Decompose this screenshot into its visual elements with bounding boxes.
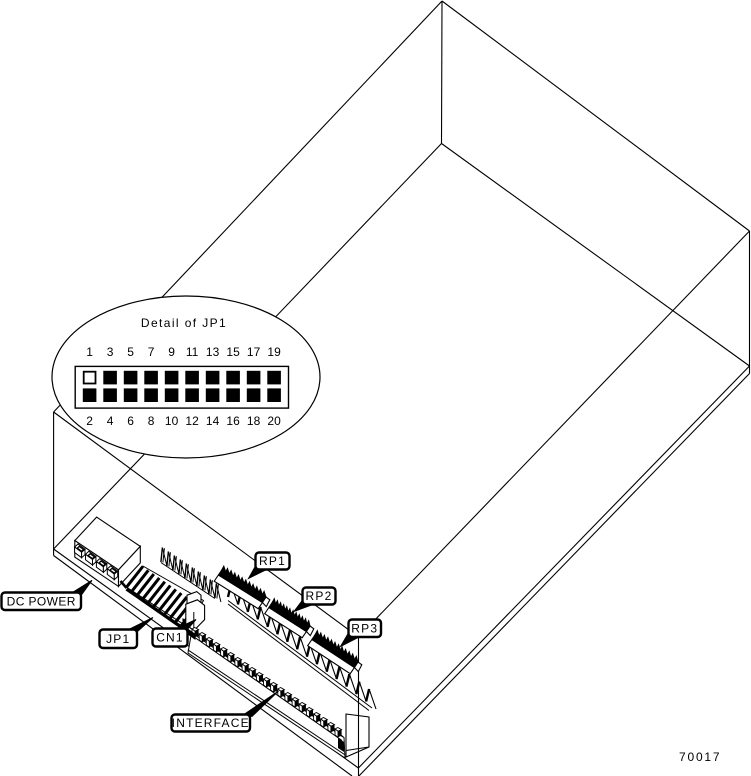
svg-text:20: 20 [267,414,281,428]
svg-text:7: 7 [148,345,155,359]
svg-text:JP1: JP1 [106,632,130,646]
svg-text:DC POWER: DC POWER [7,594,76,608]
svg-text:12: 12 [185,414,199,428]
svg-text:16: 16 [226,414,240,428]
svg-text:3: 3 [107,345,114,359]
svg-text:1: 1 [86,345,93,359]
svg-text:CN1: CN1 [156,631,184,645]
svg-text:19: 19 [267,345,281,359]
svg-text:15: 15 [226,345,240,359]
svg-text:10: 10 [165,414,179,428]
svg-text:13: 13 [206,345,220,359]
svg-text:INTERFACE: INTERFACE [172,716,250,730]
svg-text:6: 6 [127,414,134,428]
svg-text:2: 2 [86,414,93,428]
svg-text:70017: 70017 [679,750,721,764]
svg-text:14: 14 [206,414,220,428]
svg-text:9: 9 [168,345,175,359]
svg-text:11: 11 [186,345,199,359]
svg-text:RP1: RP1 [259,554,286,568]
svg-text:Detail of JP1: Detail of JP1 [141,316,227,330]
svg-text:RP2: RP2 [306,589,333,603]
svg-text:8: 8 [148,414,155,428]
svg-text:18: 18 [247,414,261,428]
svg-text:RP3: RP3 [351,621,378,635]
svg-text:5: 5 [127,345,134,359]
svg-text:4: 4 [107,414,114,428]
svg-text:17: 17 [247,345,261,359]
